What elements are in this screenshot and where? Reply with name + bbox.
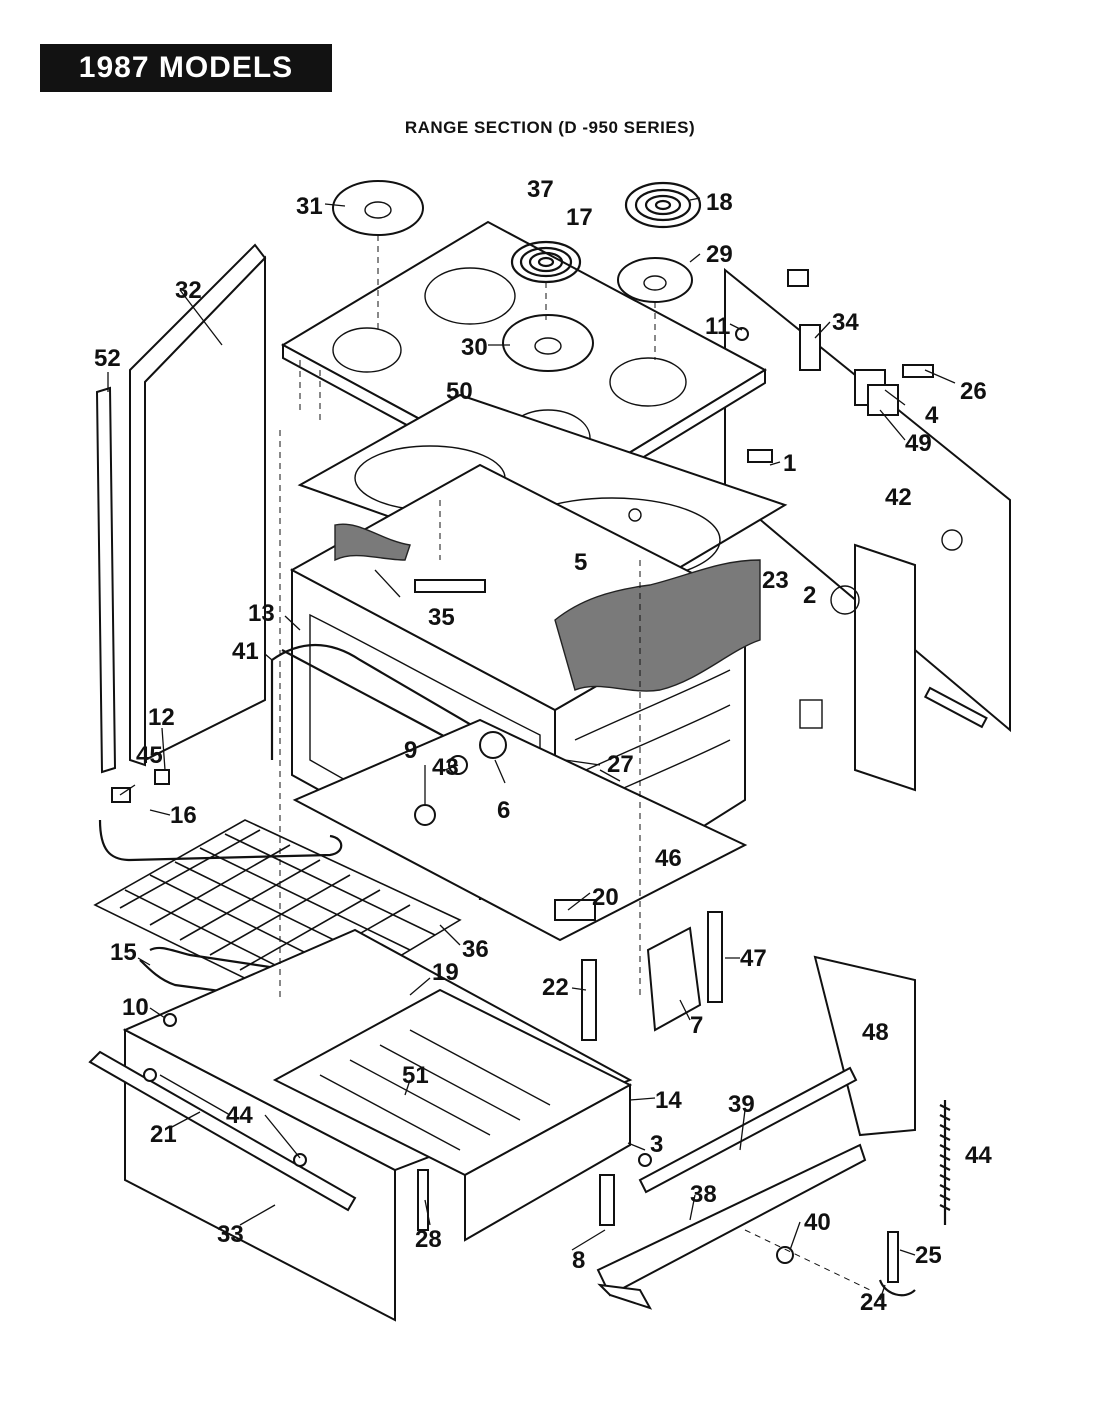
callout-29: 29 (706, 241, 733, 268)
rear-panel-49 (813, 955, 916, 1137)
callout-15: 15 (110, 939, 137, 966)
clip-top-right (787, 269, 809, 287)
callout-12: 12 (148, 704, 175, 731)
bracket-8 (599, 1174, 615, 1226)
drawer-rail-38 (596, 1143, 867, 1310)
callout-13: 13 (248, 600, 275, 627)
callout-49: 48 (862, 1019, 889, 1046)
drip-pan-29 (617, 257, 693, 303)
callout-28: 28 (415, 1226, 442, 1253)
drawer-rail-39 (638, 1066, 858, 1194)
callout-1: 1 (783, 450, 796, 477)
callout-32: 32 (175, 277, 202, 304)
callout-46: 45 (136, 742, 163, 769)
thermostat-9 (414, 804, 436, 826)
drawer-body-14 (464, 1083, 631, 1242)
callout-26: 26 (960, 378, 987, 405)
bake-element-16 (98, 819, 343, 862)
callout-6: 6 (497, 797, 510, 824)
hinge-receiver-48 (707, 911, 723, 1003)
leader-lines (107, 197, 956, 1301)
callout-25: 25 (915, 1242, 942, 1269)
callout-4: 4 (925, 402, 939, 429)
callout-7: 7 (690, 1012, 703, 1039)
callout-43: 43 (432, 754, 459, 781)
callout-37: 37 (527, 176, 554, 203)
callout-19: 19 (432, 959, 459, 986)
bracket-35 (414, 579, 486, 593)
screw-44-left (143, 1068, 157, 1082)
callout-40: 40 (804, 1209, 831, 1236)
callout-27: 27 (607, 751, 634, 778)
callout-31: 31 (296, 193, 323, 220)
component-34 (799, 324, 821, 371)
callout-47: 46 (655, 845, 682, 872)
bracket-20 (554, 899, 596, 921)
callout-42: 42 (885, 484, 912, 511)
drip-pan-30 (502, 314, 594, 372)
models-banner-text: 1987 MODELS (78, 51, 294, 84)
callout-2: 2 (803, 582, 816, 609)
callout-39: 39 (728, 1091, 755, 1118)
callout-30: 30 (461, 334, 488, 361)
callout-52: 51 (402, 1062, 429, 1089)
bracket-28 (417, 1169, 429, 1231)
callout-53: 52 (94, 345, 121, 372)
nut-3 (638, 1153, 652, 1167)
callout-50: 49 (905, 430, 932, 457)
callout-35: 35 (428, 604, 455, 631)
callout-14: 14 (655, 1087, 682, 1114)
callout-10: 10 (122, 994, 149, 1021)
callout-36: 36 (462, 936, 489, 963)
callout-48: 47 (740, 945, 767, 972)
callout-18: 18 (706, 189, 733, 216)
callout-33: 33 (217, 1221, 244, 1248)
callout-51: 50 (446, 378, 473, 405)
surface-element-18 (624, 181, 702, 229)
callout-45: 44 (965, 1142, 992, 1169)
callout-17: 17 (566, 204, 593, 231)
screw-44-right (293, 1153, 307, 1167)
callout-41: 41 (232, 638, 259, 665)
section-title: RANGE SECTION (D -950 SERIES) (404, 118, 696, 137)
spring-clip-25 (887, 1231, 899, 1283)
callout-16: 16 (170, 802, 197, 829)
callout-23: 23 (762, 567, 789, 594)
callout-11: 11 (705, 313, 730, 340)
terminal-block-26 (902, 364, 934, 378)
oven-bottom-47 (292, 718, 748, 942)
callout-20: 20 (592, 884, 619, 911)
spring-45 (939, 1100, 951, 1225)
oven-rack-36 (93, 819, 462, 1011)
drawer-handle-21 (88, 1050, 357, 1212)
callout-24: 24 (860, 1289, 887, 1316)
alignment-lines (279, 235, 871, 1291)
drip-pan-31 (332, 180, 424, 236)
callout-8: 8 (572, 1247, 585, 1274)
nut-11 (735, 327, 749, 341)
callout-5: 5 (574, 549, 587, 576)
trim-strip-53 (95, 386, 117, 774)
models-banner: 1987 MODELS (40, 44, 332, 92)
callout-22: 22 (542, 974, 569, 1001)
fitting-6 (479, 731, 507, 759)
hinge-bracket-7 (646, 926, 702, 1032)
callout-labels: 31 37 17 18 29 32 52 30 50 11 34 26 4 49… (94, 176, 992, 1316)
door-hinge-22 (581, 959, 597, 1041)
callout-44-left: 44 (226, 1102, 253, 1129)
callout-21: 21 (150, 1121, 177, 1148)
bracket-1 (747, 449, 773, 463)
callout-3: 3 (650, 1131, 663, 1158)
bracket-50 (867, 384, 899, 416)
screw-10 (163, 1013, 177, 1027)
spring-hook-24 (878, 1279, 916, 1297)
side-panel-42 (724, 267, 1011, 792)
side-panel-32 (129, 243, 267, 767)
bracket-12 (154, 769, 170, 785)
callout-9: 9 (404, 737, 417, 764)
insulation-23 (334, 523, 761, 692)
callout-34: 34 (832, 309, 859, 336)
callout-38: 38 (690, 1181, 717, 1208)
